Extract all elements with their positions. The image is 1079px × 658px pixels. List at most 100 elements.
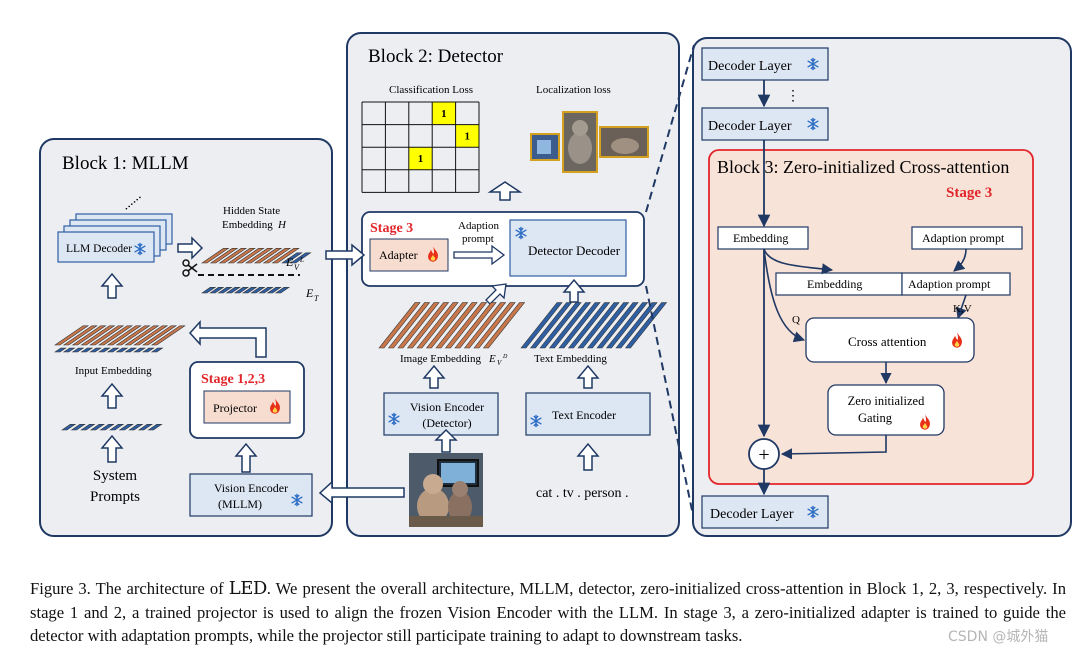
arrow (956, 294, 967, 320)
adaption-prompt-box-small (911, 226, 1023, 250)
et-sub: T (314, 294, 319, 303)
embedding-token (558, 302, 601, 349)
embedding-token (137, 424, 154, 431)
arrow (780, 435, 887, 460)
arrow (953, 248, 967, 272)
embedding-token (463, 302, 507, 349)
embedding-token (387, 302, 431, 349)
caption-part1: Figure 3. The architecture of (30, 579, 229, 598)
hollow-arrow (177, 236, 204, 260)
text-input-label: cat . tv . person . (536, 486, 629, 501)
embedding-token (236, 248, 265, 264)
embedding-token (624, 302, 668, 349)
cross-attention-label: Cross attention (848, 334, 927, 349)
ev-label: E (285, 255, 294, 269)
embedding-box-small (717, 226, 809, 250)
embedding-token (150, 325, 186, 346)
hollow-arrow (100, 272, 124, 299)
hollow-arrow (100, 434, 124, 463)
caption-part2: . We present the overall architecture, M… (30, 579, 1066, 645)
llm-decoder-box (57, 231, 155, 263)
embedding-concat-label: Embedding (807, 277, 862, 291)
system-prompts-line1: System (93, 468, 138, 484)
embedding-token (99, 424, 115, 431)
embedding-token (258, 287, 274, 294)
embedding-token (274, 287, 291, 294)
embedding-token (425, 302, 469, 349)
embedding-token (80, 424, 96, 431)
localization-loss-label: Localization loss (536, 84, 611, 96)
hidden-state-tokens-blue (281, 252, 312, 264)
block3-title: Block 3: Zero-initialized Cross-attentio… (717, 157, 1009, 177)
image-embedding-label: Image Embedding (400, 353, 481, 365)
embedding-token (142, 325, 178, 346)
text-encoder-label: Text Encoder (552, 408, 616, 422)
embedding-token (289, 252, 312, 264)
arrow (763, 248, 834, 275)
hollow-arrow (100, 382, 124, 409)
embedding-token (266, 287, 282, 294)
ev-sub: V (294, 263, 300, 272)
embedding-token (133, 347, 146, 353)
embedding-token (124, 325, 160, 346)
embedding-token (124, 347, 138, 353)
embedding-token (89, 325, 125, 346)
decoder-layer-top (701, 47, 829, 81)
adaption-prompt-line1: Adaption (458, 220, 499, 232)
decoder-layer-top-label: Decoder Layer (708, 59, 792, 74)
et-label: E (305, 286, 314, 300)
stage3-block3-label: Stage 3 (946, 185, 992, 201)
embedding-token (250, 287, 266, 294)
grid-cell-positive (432, 102, 456, 125)
embedding-token (253, 248, 283, 264)
adaption-prompt-line2: prompt (462, 233, 494, 245)
zero-gating-line1: Zero initialized (848, 394, 925, 408)
embedding-token (378, 302, 421, 349)
embedding-token (577, 302, 620, 349)
embedding-token (118, 424, 134, 431)
embedding-token (245, 248, 274, 264)
block2-detector: Block 2: Detector Classification Loss 11… (318, 32, 680, 537)
vision-encoder-detector-box (383, 392, 499, 436)
embedding-token (473, 302, 516, 349)
embedding-token (548, 302, 592, 349)
adaption-prompt-box-concat (901, 272, 1011, 296)
caption-name: LED (228, 578, 268, 599)
embedding-token (454, 302, 497, 349)
vision-encoder-mllm-line1: Vision Encoder (214, 481, 288, 495)
hollow-arrow (562, 278, 586, 303)
embedding-token (89, 424, 106, 431)
embedding-token (128, 424, 144, 431)
grid-cell-mark: 1 (465, 131, 471, 143)
hollow-arrow (188, 320, 267, 358)
vision-encoder-detector-line1: Vision Encoder (410, 400, 484, 414)
kv-label: K,V (953, 303, 972, 315)
add-node-plus: + (758, 444, 769, 466)
hollow-arrow (434, 428, 458, 453)
grid-cell-positive (455, 124, 479, 148)
arrow (763, 248, 806, 343)
embedding-token (71, 347, 85, 353)
input-embedding-blue (54, 347, 164, 353)
detector-decoder-box (509, 219, 627, 277)
decoder-layer-mid (701, 107, 829, 141)
text-embedding-tokens (520, 302, 668, 349)
embedding-token (201, 287, 217, 294)
text-encoder-box (525, 392, 651, 436)
classification-loss-label: Classification Loss (389, 84, 473, 96)
embedding-token (80, 347, 94, 353)
embedding-token (115, 325, 151, 346)
embedding-token (80, 325, 116, 346)
embedding-token (98, 347, 111, 353)
stage123-label: Stage 1,2,3 (201, 372, 265, 387)
block1-mllm: Block 1: MLLM LLM Decoder ...... Hidden … (39, 138, 333, 537)
embedding-token (142, 347, 155, 353)
embedding-token (567, 302, 611, 349)
decoder-layer-bottom (701, 495, 829, 529)
llm-decoder-stack: LLM Decoder (57, 213, 173, 263)
embedding-token (281, 252, 303, 264)
hidden-state-var: H (277, 219, 287, 231)
image-embedding-sub: V (497, 359, 502, 367)
embedding-small-label: Embedding (733, 231, 788, 245)
detector-decoder-label: Detector Decoder (528, 243, 621, 258)
